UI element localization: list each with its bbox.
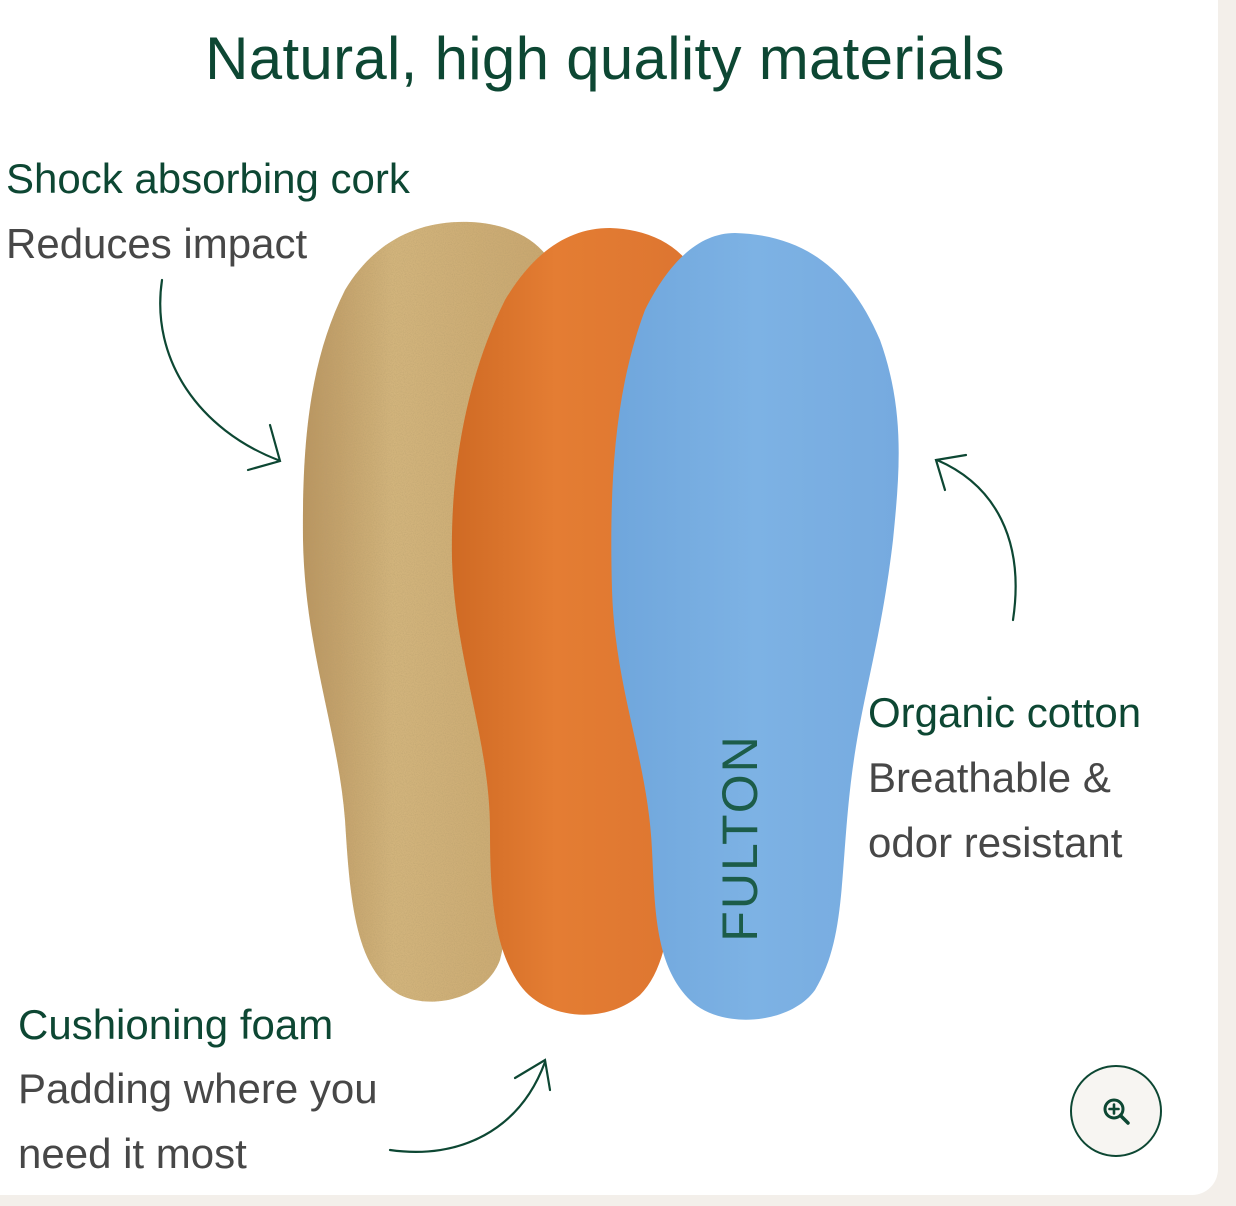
foam-arrow bbox=[388, 1058, 552, 1153]
cotton-description-line1: Breathable & bbox=[868, 754, 1111, 801]
cork-description: Reduces impact bbox=[6, 220, 308, 267]
foam-description-line1: Padding where you bbox=[18, 1065, 378, 1112]
page-title: Natural, high quality materials bbox=[205, 25, 1005, 92]
foam-description-line2: need it most bbox=[18, 1130, 247, 1177]
cotton-description-line2: odor resistant bbox=[868, 819, 1123, 866]
insole-brand-text: FULTON bbox=[712, 734, 768, 942]
zoom-button[interactable] bbox=[1070, 1065, 1162, 1157]
insole-illustration bbox=[159, 221, 1017, 1153]
product-image-card: Natural, high quality materials bbox=[0, 0, 1218, 1195]
cotton-arrow bbox=[934, 453, 1017, 622]
cork-arrow bbox=[159, 278, 282, 472]
zoom-in-icon bbox=[1103, 1098, 1130, 1125]
cork-heading: Shock absorbing cork bbox=[6, 155, 410, 202]
foam-heading: Cushioning foam bbox=[18, 1001, 334, 1048]
cotton-insole bbox=[611, 233, 899, 1020]
cotton-heading: Organic cotton bbox=[868, 689, 1142, 736]
